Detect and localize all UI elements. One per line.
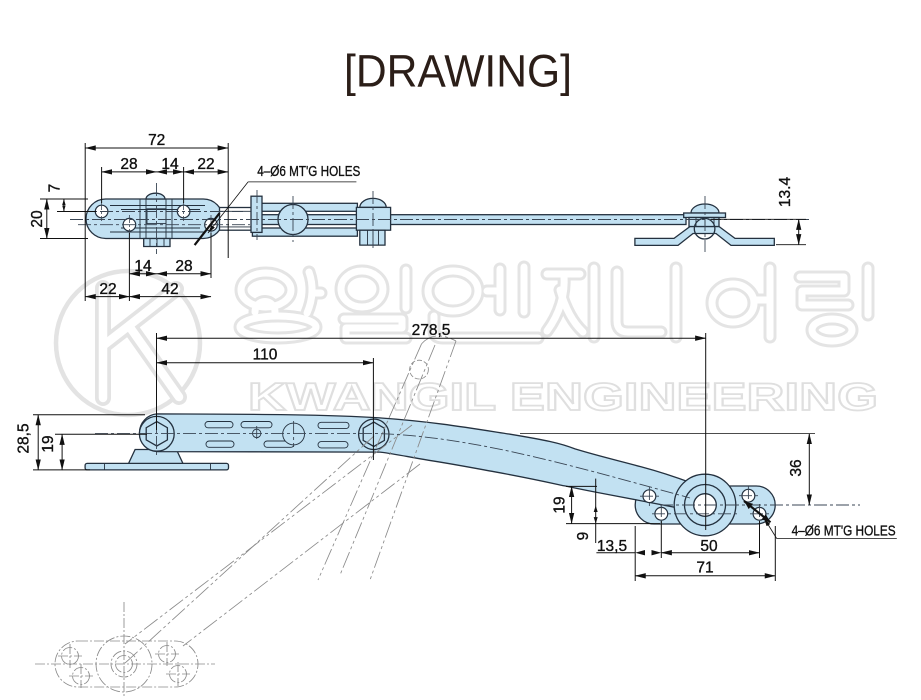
svg-text:13,5: 13,5	[597, 538, 627, 555]
svg-text:28: 28	[120, 156, 137, 173]
svg-text:19: 19	[40, 435, 57, 452]
svg-text:22: 22	[197, 156, 214, 173]
svg-text:KWANGIL ENGINEERING: KWANGIL ENGINEERING	[248, 376, 878, 419]
svg-text:20: 20	[29, 210, 46, 228]
svg-text:14: 14	[134, 258, 152, 275]
svg-text:110: 110	[253, 347, 278, 364]
svg-text:13.4: 13.4	[777, 177, 794, 208]
svg-text:50: 50	[700, 538, 718, 555]
svg-text:4–Ø6 MT'G HOLES: 4–Ø6 MT'G HOLES	[257, 164, 360, 180]
svg-text:9: 9	[575, 532, 592, 541]
svg-text:14: 14	[161, 156, 179, 173]
svg-text:28: 28	[175, 258, 192, 275]
svg-text:71: 71	[696, 560, 713, 577]
svg-text:28,5: 28,5	[16, 423, 33, 453]
svg-text:7: 7	[47, 184, 64, 193]
svg-text:4–Ø6 MT'G HOLES: 4–Ø6 MT'G HOLES	[792, 524, 896, 540]
svg-text:72: 72	[148, 132, 165, 149]
svg-text:42: 42	[161, 281, 178, 298]
svg-text:[DRAWING]: [DRAWING]	[344, 46, 572, 97]
svg-text:36: 36	[788, 459, 805, 476]
svg-text:19: 19	[552, 496, 569, 513]
svg-text:278,5: 278,5	[412, 322, 451, 339]
svg-text:22: 22	[99, 281, 116, 298]
